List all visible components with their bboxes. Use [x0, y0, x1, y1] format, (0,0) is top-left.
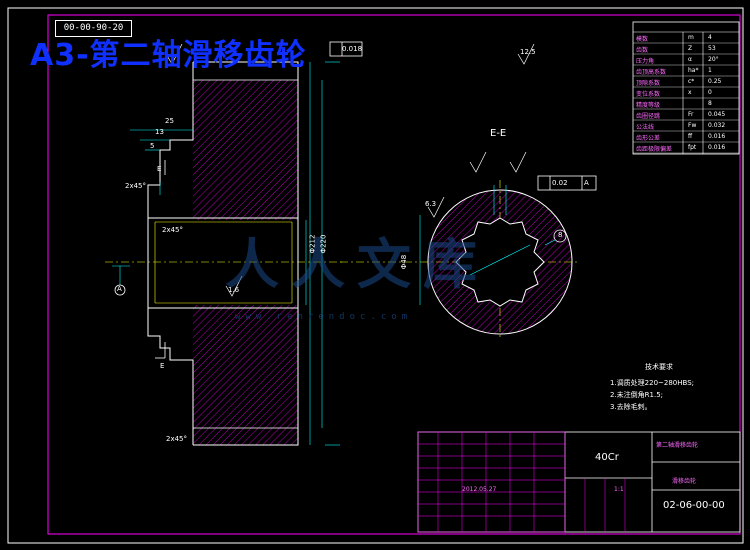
balloon-leader: [544, 239, 556, 246]
tol-frame-top: [329, 41, 363, 57]
drawing-title: A3-第二轴滑移齿轮: [30, 38, 307, 73]
dim-pitch-dia: Φ212: [308, 234, 317, 254]
param-cell: 齿数: [636, 47, 649, 54]
title-block-heading: 滑移齿轮: [672, 478, 697, 485]
hub-hatch-top: [193, 80, 298, 220]
param-cell: 顶隙系数: [636, 80, 661, 87]
balloon-circle: [553, 229, 567, 243]
param-cell: 0.016: [708, 144, 726, 151]
roughness-1-6: 1.6: [228, 286, 240, 294]
section-mark-top: E: [157, 165, 162, 173]
param-cell: Fr: [688, 111, 694, 118]
dim-13: 13: [155, 128, 164, 136]
section-label: E-E: [490, 128, 507, 139]
hub-hatch-bottom: [193, 305, 298, 445]
chamfer-bottom: 2x45°: [166, 435, 188, 443]
param-cell: Fw: [688, 122, 697, 129]
param-cell: 0.032: [708, 122, 726, 129]
notes-heading: 技术要求: [645, 363, 673, 371]
section-markers: [155, 160, 166, 359]
tol-top-value: 0.018: [342, 45, 363, 53]
param-cell: x: [688, 89, 692, 96]
section-mark-bottom: E: [160, 362, 165, 370]
note-3: 3.去除毛刺。: [610, 403, 652, 411]
dim-5: 5: [150, 142, 155, 150]
param-cell: 齿距极限偏差: [636, 146, 673, 153]
param-cell: fpt: [688, 144, 697, 151]
note-2: 2.未注倒角R1.5;: [610, 391, 664, 399]
param-cell: 8: [708, 100, 712, 107]
chamfer-top: 2x45°: [125, 182, 147, 190]
param-cell: 0.25: [708, 78, 722, 85]
roughness-6-3: 6.3: [425, 200, 437, 208]
param-cell: 53: [708, 45, 716, 52]
param-cell: ff: [688, 133, 693, 140]
balloon-number: 8: [558, 231, 563, 239]
param-cell: α: [688, 56, 692, 63]
param-cell: m: [688, 34, 694, 41]
watermark: 人人文库: [225, 233, 489, 296]
tol-frame-section: [537, 175, 597, 191]
param-cell: 齿顶高系数: [636, 69, 667, 76]
param-cell: 模数: [636, 36, 649, 43]
chamfer-bore: 2x45°: [162, 226, 184, 234]
date: 2012.05.27: [462, 486, 497, 493]
part-name: 第二轴滑移齿轮: [656, 442, 699, 449]
outer-frame: [7, 7, 744, 544]
material: 40Cr: [595, 452, 619, 463]
datum-circle: [114, 284, 126, 296]
tol-section-value: 0.02: [552, 179, 568, 187]
tol-section-datum: A: [584, 179, 589, 187]
param-cell: 变位系数: [636, 91, 661, 98]
section-view: [419, 185, 573, 335]
scale: 1:1: [614, 486, 624, 493]
param-cell: 20°: [708, 56, 719, 63]
param-cell: 1: [708, 67, 712, 74]
param-cell: ha*: [688, 67, 699, 74]
param-table: [632, 21, 740, 155]
param-cell: Z: [688, 45, 693, 52]
param-cell: 0.045: [708, 111, 726, 118]
param-cell: 公法线: [636, 124, 655, 131]
datum-letter: A: [117, 285, 122, 293]
roughness-12-5: 12.5: [520, 48, 536, 56]
dim-25: 25: [165, 117, 174, 125]
param-cell: 齿圈径跳: [636, 113, 661, 120]
roughness-symbols: [165, 43, 535, 297]
param-cell: 4: [708, 34, 712, 41]
watermark-url: www.renrendoc.com: [235, 312, 413, 322]
note-1: 1.调质处理220~280HBS;: [610, 379, 695, 387]
inner-frame: [47, 14, 741, 535]
spline-bore: [455, 217, 545, 307]
dimension-lines: [112, 61, 340, 446]
param-cell: 压力角: [636, 58, 655, 65]
param-cell: c*: [688, 78, 695, 85]
gear-side-view: [147, 61, 299, 446]
param-cell: 齿形公差: [636, 135, 661, 142]
param-cell: 精度等级: [636, 102, 661, 109]
dim-tip-dia: Φ220: [319, 234, 328, 254]
groove-bottom: [147, 307, 194, 445]
drawing-code: 00-00-90-20: [55, 20, 132, 37]
param-cell: 0.016: [708, 133, 726, 140]
spline-dim-line: [469, 244, 531, 276]
bore: [147, 217, 299, 309]
drawing-number: 02-06-00-00: [663, 500, 725, 511]
param-cell: 0: [708, 89, 712, 96]
dim-bore-dia: Φ48: [400, 254, 409, 270]
